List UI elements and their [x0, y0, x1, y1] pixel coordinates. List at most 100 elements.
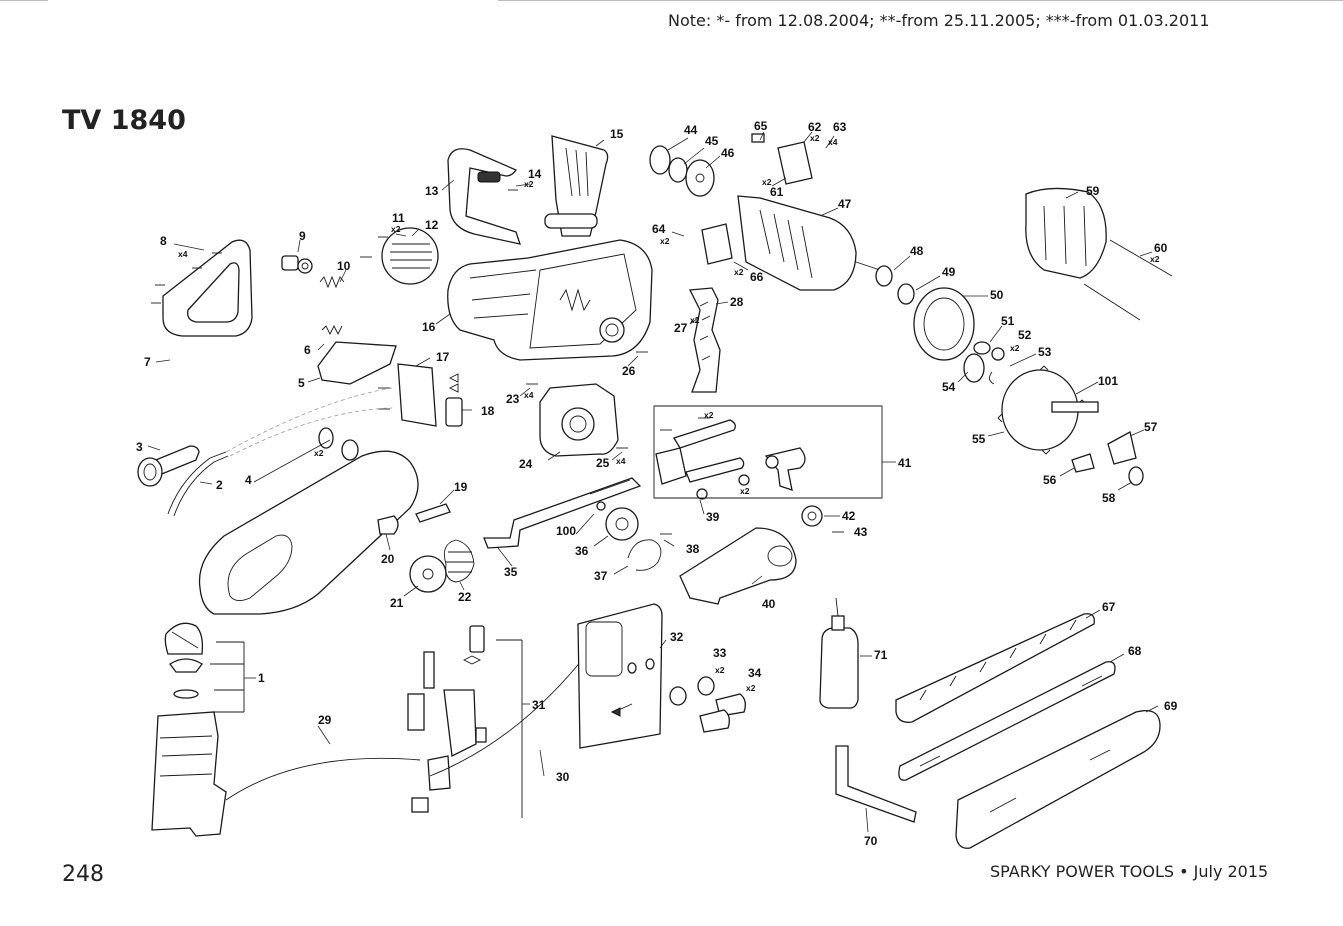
qty-label: x2: [690, 315, 700, 325]
part-label-71: 71: [874, 648, 888, 662]
part-label-42: 42: [842, 509, 856, 523]
qty-label: x2: [715, 665, 725, 675]
tension-rack-parts: [483, 477, 708, 571]
part-label-29: 29: [318, 713, 332, 727]
part-label-69: 69: [1164, 699, 1178, 713]
motor-parts: [649, 133, 1173, 361]
part-label-41: 41: [898, 456, 912, 470]
qty-label: x2: [810, 133, 820, 143]
lever-group-parts: [653, 405, 883, 499]
qty-label: x4: [524, 390, 534, 400]
qty-label: x2: [660, 236, 670, 246]
revision-note: Note: *- from 12.08.2004; **-from 25.11.…: [668, 11, 1210, 30]
part-label-68: 68: [1128, 644, 1142, 658]
part-label-47: 47: [838, 197, 852, 211]
part-label-12: 12: [425, 218, 439, 232]
part-label-37: 37: [594, 569, 608, 583]
part-label-53: 53: [1038, 345, 1052, 359]
part-label-59: 59: [1086, 184, 1100, 198]
leader-lines: [147, 131, 1159, 833]
part-label-48: 48: [910, 244, 924, 258]
part-label-39: 39: [706, 510, 720, 524]
part-label-10: 10: [337, 259, 351, 273]
chain-cover-part: [198, 427, 419, 615]
part-label-100: 100: [556, 524, 576, 538]
part-label-7: 7: [144, 355, 151, 369]
part-label-33: 33: [713, 646, 727, 660]
part-label-61: 61: [770, 185, 784, 199]
part-label-51: 51: [1001, 314, 1015, 328]
part-label-55: 55: [972, 432, 986, 446]
guard-plate-parts: [577, 603, 746, 749]
part-label-56: 56: [1043, 473, 1057, 487]
part-label-14: 14: [528, 167, 542, 181]
part-label-17: 17: [436, 350, 450, 364]
part-label-44: 44: [684, 123, 698, 137]
part-label-35: 35: [504, 565, 518, 579]
part-label-13: 13: [425, 184, 439, 198]
cover-plate-part: [151, 239, 253, 337]
part-label-24: 24: [519, 457, 533, 471]
part-label-15: 15: [610, 127, 624, 141]
part-label-70: 70: [864, 834, 878, 848]
part-label-101: 101: [1098, 374, 1118, 388]
part-label-52: 52: [1018, 328, 1032, 342]
part-label-11: 11: [392, 211, 405, 225]
part-label-58: 58: [1102, 491, 1116, 505]
part-label-36: 36: [575, 544, 589, 558]
part-label-62: 62: [808, 120, 822, 134]
qty-label: x4: [616, 456, 626, 466]
qty-label: x2: [740, 486, 750, 496]
part-label-4: 4: [245, 473, 252, 487]
part-label-9: 9: [299, 229, 306, 243]
part-label-49: 49: [942, 265, 956, 279]
part-label-6: 6: [304, 343, 311, 357]
part-label-8: 8: [160, 234, 167, 248]
part-label-50: 50: [990, 288, 1004, 302]
base-plate-part: [526, 351, 648, 457]
tension-parts: [409, 503, 475, 593]
part-label-21: 21: [390, 596, 404, 610]
part-label-3: 3: [136, 440, 143, 454]
model-title: TV 1840: [62, 105, 186, 136]
qty-label: x2: [762, 177, 772, 187]
part-label-43: 43: [854, 525, 868, 539]
gear-parts: [963, 341, 1144, 486]
qty-label: x4: [828, 137, 838, 147]
part-label-16: 16: [422, 320, 436, 334]
quantity-labels: x4 x2 x2 x2 x4 x4 x2 x2 x2 x2 x2 x2 x2 x…: [178, 133, 1160, 693]
part-label-57: 57: [1144, 420, 1158, 434]
part-label-32: 32: [670, 630, 684, 644]
part-label-1: 1: [258, 671, 265, 685]
part-label-18: 18: [481, 404, 495, 418]
part-label-63: 63: [833, 120, 847, 134]
oil-tank-part: [151, 711, 421, 837]
part-labels: 1 2 3 4 5 6 7 8 9 10 11 12 13 14 15 16 1…: [136, 119, 1178, 848]
bumper-part: [688, 287, 721, 393]
motor-housing-part: [447, 239, 653, 361]
part-label-60: 60: [1154, 241, 1168, 255]
page-number: 248: [62, 862, 104, 887]
part-label-65: 65: [754, 119, 768, 133]
top-rule-segment: [498, 0, 1343, 1]
qty-label: x2: [524, 179, 534, 189]
qty-label: x2: [746, 683, 756, 693]
lever-arm-parts: [679, 505, 844, 605]
part-label-19: 19: [454, 480, 468, 494]
oil-bottle-part: [819, 597, 859, 709]
qty-label: x2: [314, 448, 324, 458]
qty-label: x2: [1150, 254, 1160, 264]
part-label-45: 45: [705, 134, 719, 148]
part-label-20: 20: [381, 552, 395, 566]
qty-label: x2: [391, 224, 401, 234]
top-rule: [0, 0, 1343, 2]
oil-cap-parts: [164, 622, 245, 713]
part-label-2: 2: [216, 478, 223, 492]
part-label-64: 64: [652, 222, 666, 236]
top-rule-segment: [0, 0, 48, 1]
part-label-23: 23: [506, 392, 520, 406]
part-label-22: 22: [458, 590, 472, 604]
qty-label: x2: [734, 267, 744, 277]
footer-brand-date: SPARKY POWER TOOLS • July 2015: [990, 862, 1269, 881]
